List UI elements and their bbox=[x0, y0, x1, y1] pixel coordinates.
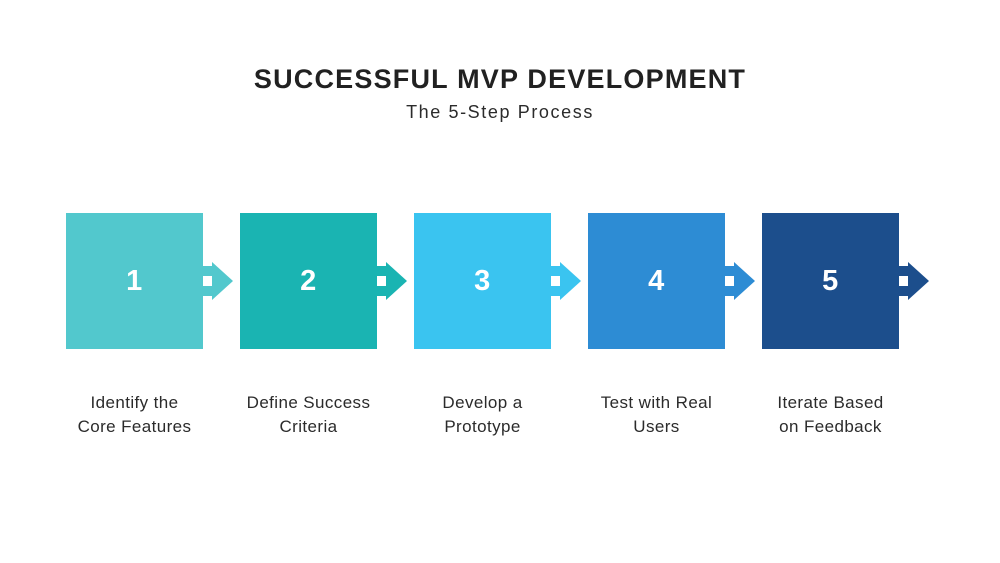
right-arrow-icon bbox=[377, 262, 407, 300]
step-square: 1 bbox=[66, 213, 233, 349]
page-title: SUCCESSFUL MVP DEVELOPMENT bbox=[253, 64, 747, 94]
step-label: Iterate Based on Feedback bbox=[777, 393, 884, 436]
step-square: 2 bbox=[240, 213, 407, 349]
step-4: 4 Test with Real Users bbox=[588, 213, 755, 439]
step-number: 3 bbox=[474, 264, 491, 297]
right-arrow-icon bbox=[551, 262, 581, 300]
step-3: 3 Develop a Prototype bbox=[414, 213, 581, 439]
process-steps-row: 1 Identify the Core Features 2 Define Su… bbox=[66, 213, 929, 439]
step-square: 5 bbox=[762, 213, 929, 349]
header: SUCCESSFUL MVP DEVELOPMENT The 5-Step Pr… bbox=[0, 64, 1000, 122]
step-square: 4 bbox=[588, 213, 755, 349]
step-label: Develop a Prototype bbox=[442, 393, 523, 436]
step-number: 4 bbox=[648, 264, 665, 297]
step-label: Define Success Criteria bbox=[246, 393, 371, 436]
page-subtitle: The 5-Step Process bbox=[406, 102, 594, 122]
step-label: Test with Real Users bbox=[600, 393, 713, 436]
right-arrow-icon bbox=[725, 262, 755, 300]
step-number: 5 bbox=[822, 264, 839, 297]
right-arrow-icon bbox=[899, 262, 929, 300]
right-arrow-icon bbox=[203, 262, 233, 300]
step-label: Identify the Core Features bbox=[77, 393, 192, 436]
step-2: 2 Define Success Criteria bbox=[240, 213, 407, 439]
step-5: 5 Iterate Based on Feedback bbox=[762, 213, 929, 439]
step-number: 1 bbox=[126, 264, 143, 297]
step-number: 2 bbox=[300, 264, 317, 297]
step-1: 1 Identify the Core Features bbox=[66, 213, 233, 439]
step-square: 3 bbox=[414, 213, 581, 349]
